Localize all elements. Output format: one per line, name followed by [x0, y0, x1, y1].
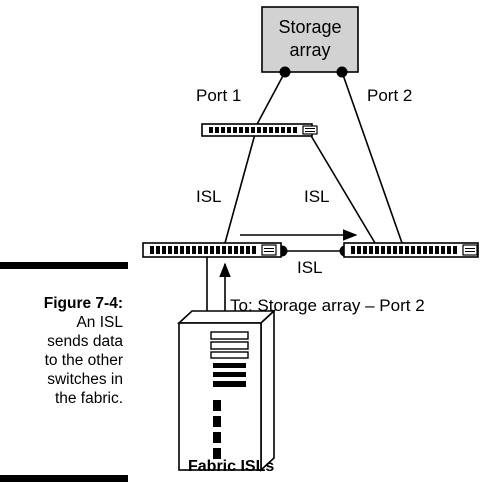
switch-port — [168, 246, 172, 254]
switch-port — [263, 127, 267, 133]
switch-port — [375, 246, 379, 254]
switch-led — [261, 244, 277, 256]
switch-port — [210, 246, 214, 254]
switch-port — [204, 246, 208, 254]
port-1-dot — [279, 66, 291, 78]
switch-port — [227, 127, 231, 133]
port-2-label: Port 2 — [367, 86, 413, 105]
switch-port — [245, 127, 249, 133]
storage-array-icon: Storage array — [261, 6, 359, 73]
switch-port — [216, 246, 220, 254]
switch-port — [287, 127, 291, 133]
switch-port — [221, 127, 225, 133]
switch-port — [447, 246, 451, 254]
switch-port — [351, 246, 355, 254]
switch-port — [174, 246, 178, 254]
switch-port — [222, 246, 226, 254]
server-slot-1 — [213, 363, 246, 368]
switch-port — [251, 127, 255, 133]
figure-title: Fabric ISLs — [188, 458, 275, 475]
switch-port — [246, 246, 250, 254]
switch-port — [234, 246, 238, 254]
port-1-label: Port 1 — [196, 86, 242, 105]
switch-port — [417, 246, 421, 254]
switch-port — [156, 246, 160, 254]
server-drive-bay-2 — [210, 341, 249, 350]
switch-icon — [343, 242, 479, 258]
link-storage-port1-to-top-switch — [254, 71, 286, 129]
server-vent-4 — [213, 448, 221, 459]
switch-port — [150, 246, 154, 254]
server-vent-3 — [213, 432, 221, 443]
switch-icon — [142, 242, 282, 258]
figure-caption-line: switches in — [47, 371, 123, 388]
switch-port — [233, 127, 237, 133]
switch-port — [252, 246, 256, 254]
link-storage-port2-to-right-switch — [341, 71, 403, 244]
switch-port — [381, 246, 385, 254]
switch-port — [180, 246, 184, 254]
switch-port — [441, 246, 445, 254]
switch-port — [429, 246, 433, 254]
isl-line-top-to-left-switch — [224, 133, 256, 244]
switch-port — [228, 246, 232, 254]
server-slot-3 — [213, 381, 246, 387]
server-vent-1 — [213, 400, 221, 411]
data-path-arrows — [219, 229, 358, 318]
figure-caption-line: the fabric. — [54, 390, 123, 407]
destination-label: To: Storage array – Port 2 — [230, 296, 425, 315]
switch-port — [192, 246, 196, 254]
switch-led — [302, 125, 318, 135]
server-side-face — [260, 309, 275, 472]
switch-port — [369, 246, 373, 254]
figure-caption-line: sends data — [47, 333, 123, 350]
switch-port — [209, 127, 213, 133]
switch-port — [387, 246, 391, 254]
switch-port — [293, 127, 297, 133]
server-tower-icon — [176, 309, 277, 472]
isl-label-left: ISL — [196, 187, 222, 206]
switch-port — [186, 246, 190, 254]
switch-port — [240, 246, 244, 254]
storage-array-label-line2: array — [289, 40, 330, 60]
switch-port — [198, 246, 202, 254]
switch-port — [162, 246, 166, 254]
figure-caption-line: An ISL — [76, 314, 123, 331]
switch-port — [257, 127, 261, 133]
switch-icon — [201, 123, 318, 137]
storage-array-box — [261, 6, 359, 73]
storage-array-label-line1: Storage — [278, 17, 341, 37]
switch-port — [239, 127, 243, 133]
isl-label-right: ISL — [304, 187, 330, 206]
switch-led — [462, 244, 478, 256]
switch-port — [275, 127, 279, 133]
switch-port — [357, 246, 361, 254]
figure-caption-title: Figure 7-4: — [43, 295, 123, 312]
switch-port — [453, 246, 457, 254]
switch-port — [215, 127, 219, 133]
caption-bottom-rule — [0, 475, 128, 482]
switch-port — [399, 246, 403, 254]
isl-line-top-to-right-switch — [309, 133, 376, 244]
server-slot-2 — [213, 372, 246, 377]
figure-caption-line: to the other — [44, 352, 123, 369]
switch-port — [393, 246, 397, 254]
switch-port — [363, 246, 367, 254]
caption-top-rule — [0, 262, 128, 269]
switch-port — [423, 246, 427, 254]
switch-port — [281, 127, 285, 133]
server-vent-2 — [213, 416, 221, 427]
port-2-dot — [336, 66, 348, 78]
server-drive-bay-1 — [210, 331, 249, 340]
switch-port — [411, 246, 415, 254]
isl-label-bottom: ISL — [297, 258, 323, 277]
server-drive-bay-3 — [210, 351, 249, 359]
switch-port — [269, 127, 273, 133]
switch-port — [405, 246, 409, 254]
switch-port — [435, 246, 439, 254]
figure-caption: Figure 7-4: An ISL sends data to the oth… — [0, 294, 123, 408]
